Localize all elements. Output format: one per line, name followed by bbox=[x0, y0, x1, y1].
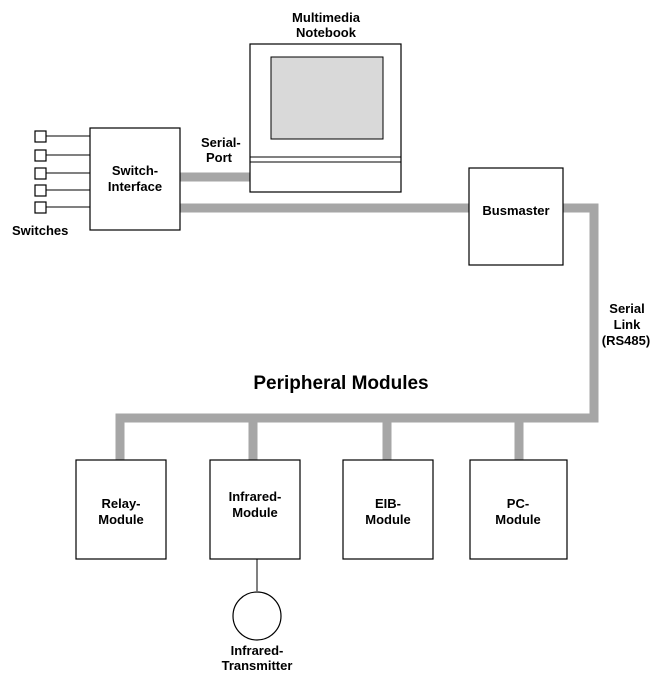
switches-group bbox=[34, 130, 90, 214]
serial-link-label-line1: Serial bbox=[609, 301, 644, 316]
pc-module-label-line1: PC- bbox=[507, 496, 529, 511]
notebook-label-line1: Multimedia bbox=[292, 10, 361, 25]
infrared-module-label-line2: Module bbox=[232, 505, 278, 520]
pc-module-label-line2: Module bbox=[495, 512, 541, 527]
eib-module-label-line2: Module bbox=[365, 512, 411, 527]
infrared-module-label-line1: Infrared- bbox=[229, 489, 282, 504]
pc-module-box bbox=[469, 459, 568, 560]
switches-label: Switches bbox=[12, 223, 68, 238]
switch-icon bbox=[34, 149, 47, 162]
eib-module-label-line1: EIB- bbox=[375, 496, 401, 511]
infrared-module-box bbox=[209, 459, 301, 560]
switch-icon bbox=[34, 130, 47, 143]
multimedia-notebook bbox=[249, 43, 402, 193]
switch-interface-label-line2: Interface bbox=[108, 179, 162, 194]
peripheral-modules-title: Peripheral Modules bbox=[253, 373, 428, 394]
switch-interface-box bbox=[89, 127, 181, 231]
notebook-screen bbox=[270, 56, 384, 140]
transmitter-label-line2: Transmitter bbox=[222, 658, 293, 673]
serial-port-label-line1: Serial- bbox=[201, 135, 241, 150]
relay-module-label-line2: Module bbox=[98, 512, 144, 527]
transmitter-label-line1: Infrared- bbox=[231, 643, 284, 658]
serial-link-rs485-bus bbox=[115, 203, 599, 460]
relay-module-label-line1: Relay- bbox=[101, 496, 140, 511]
serial-link-label-line2: Link bbox=[614, 317, 641, 332]
switch-icon bbox=[34, 201, 47, 214]
busmaster-box bbox=[468, 167, 564, 266]
serial-port-label-line2: Port bbox=[206, 150, 233, 165]
switch-icon bbox=[34, 184, 47, 197]
eib-module-box bbox=[342, 459, 434, 560]
switch-interface-label-line1: Switch- bbox=[112, 163, 158, 178]
infrared-transmitter-icon bbox=[232, 591, 282, 641]
busmaster-label: Busmaster bbox=[482, 203, 549, 218]
serial-link-label-line3: (RS485) bbox=[602, 333, 650, 348]
relay-module-box bbox=[75, 459, 167, 560]
switch-icon bbox=[34, 167, 47, 180]
notebook-label-line2: Notebook bbox=[296, 25, 357, 40]
